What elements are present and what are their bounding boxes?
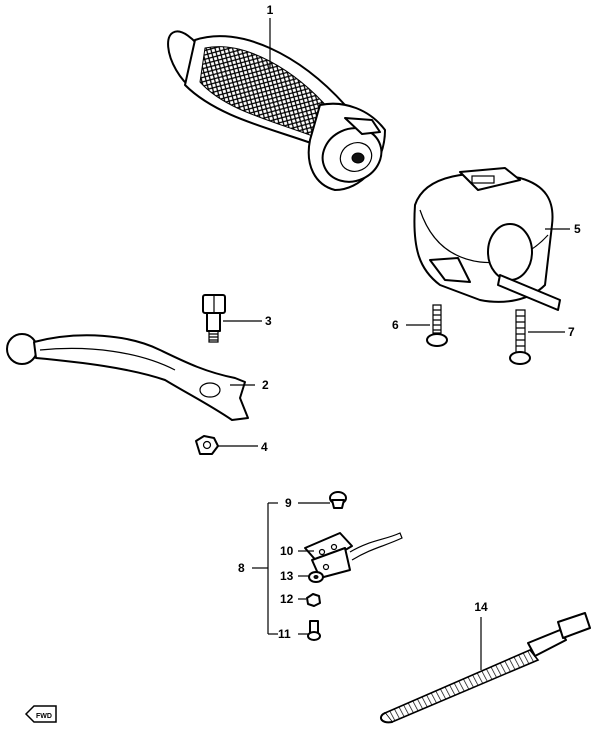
- washer: [308, 571, 324, 583]
- callout-4: 4: [261, 440, 268, 454]
- callout-1: 1: [267, 3, 274, 17]
- callout-11: 11: [278, 627, 291, 641]
- callout-13: 13: [280, 569, 294, 583]
- brake-lever: [6, 333, 249, 421]
- brake-switch: [304, 532, 403, 579]
- lever-nut: [195, 435, 219, 455]
- callout-12: 12: [280, 592, 294, 606]
- throttle-grip: [167, 30, 386, 191]
- leader-lines: [218, 18, 570, 670]
- callout-14: 14: [474, 600, 488, 614]
- switch-housing: [413, 167, 561, 311]
- mount-screw: [329, 491, 347, 509]
- small-nut: [306, 593, 321, 607]
- callout-2: 2: [262, 378, 269, 392]
- small-bolt: [307, 620, 321, 641]
- callout-8: 8: [238, 561, 245, 575]
- callout-10: 10: [280, 544, 294, 558]
- callout-7: 7: [568, 325, 575, 339]
- long-screw: [509, 309, 531, 365]
- callout-3: 3: [265, 314, 272, 328]
- callout-5: 5: [574, 222, 581, 236]
- cable-tie: [380, 612, 591, 724]
- fwd-arrow: FWD: [24, 705, 57, 723]
- fwd-label: FWD: [36, 713, 52, 720]
- pivot-bolt: [202, 294, 226, 343]
- callout-6: 6: [392, 318, 399, 332]
- callout-9: 9: [285, 496, 292, 510]
- short-screw: [426, 304, 448, 347]
